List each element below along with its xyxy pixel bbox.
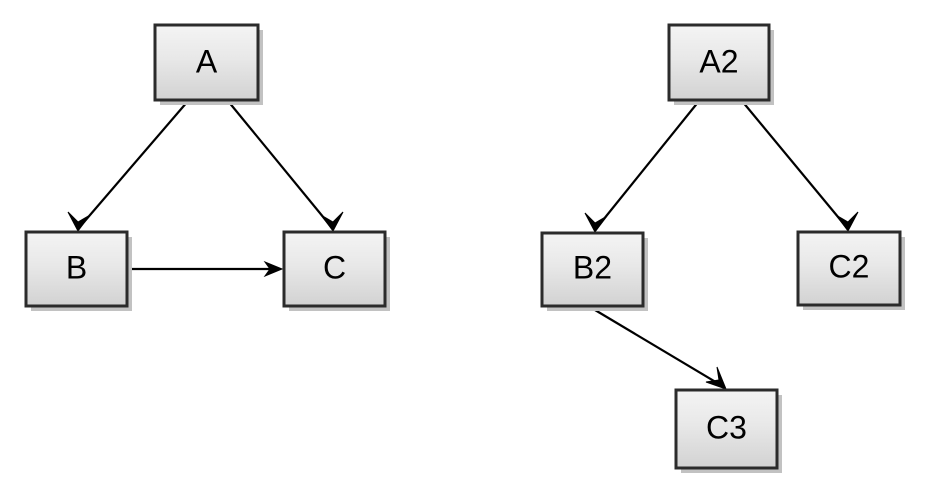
edge-b-to-c[interactable]	[128, 260, 284, 278]
edge-b2-to-c3[interactable]	[589, 306, 727, 390]
edge-a-to-c[interactable]	[227, 100, 344, 232]
edge-a2-to-b2[interactable]	[584, 100, 700, 233]
left-graph: A B C	[24, 23, 390, 311]
node-c[interactable]: C	[282, 230, 390, 311]
node-b[interactable]: B	[24, 230, 132, 311]
node-c3[interactable]: C3	[674, 388, 782, 473]
node-a[interactable]: A	[153, 23, 263, 105]
right-graph: A2 B2 C2 C3	[540, 23, 905, 473]
node-c2[interactable]: C2	[796, 230, 905, 310]
edge-a2-to-c2[interactable]	[741, 100, 859, 232]
node-a2[interactable]: A2	[667, 23, 774, 105]
node-b2[interactable]: B2	[540, 231, 648, 311]
edge-a-to-b[interactable]	[67, 100, 189, 232]
